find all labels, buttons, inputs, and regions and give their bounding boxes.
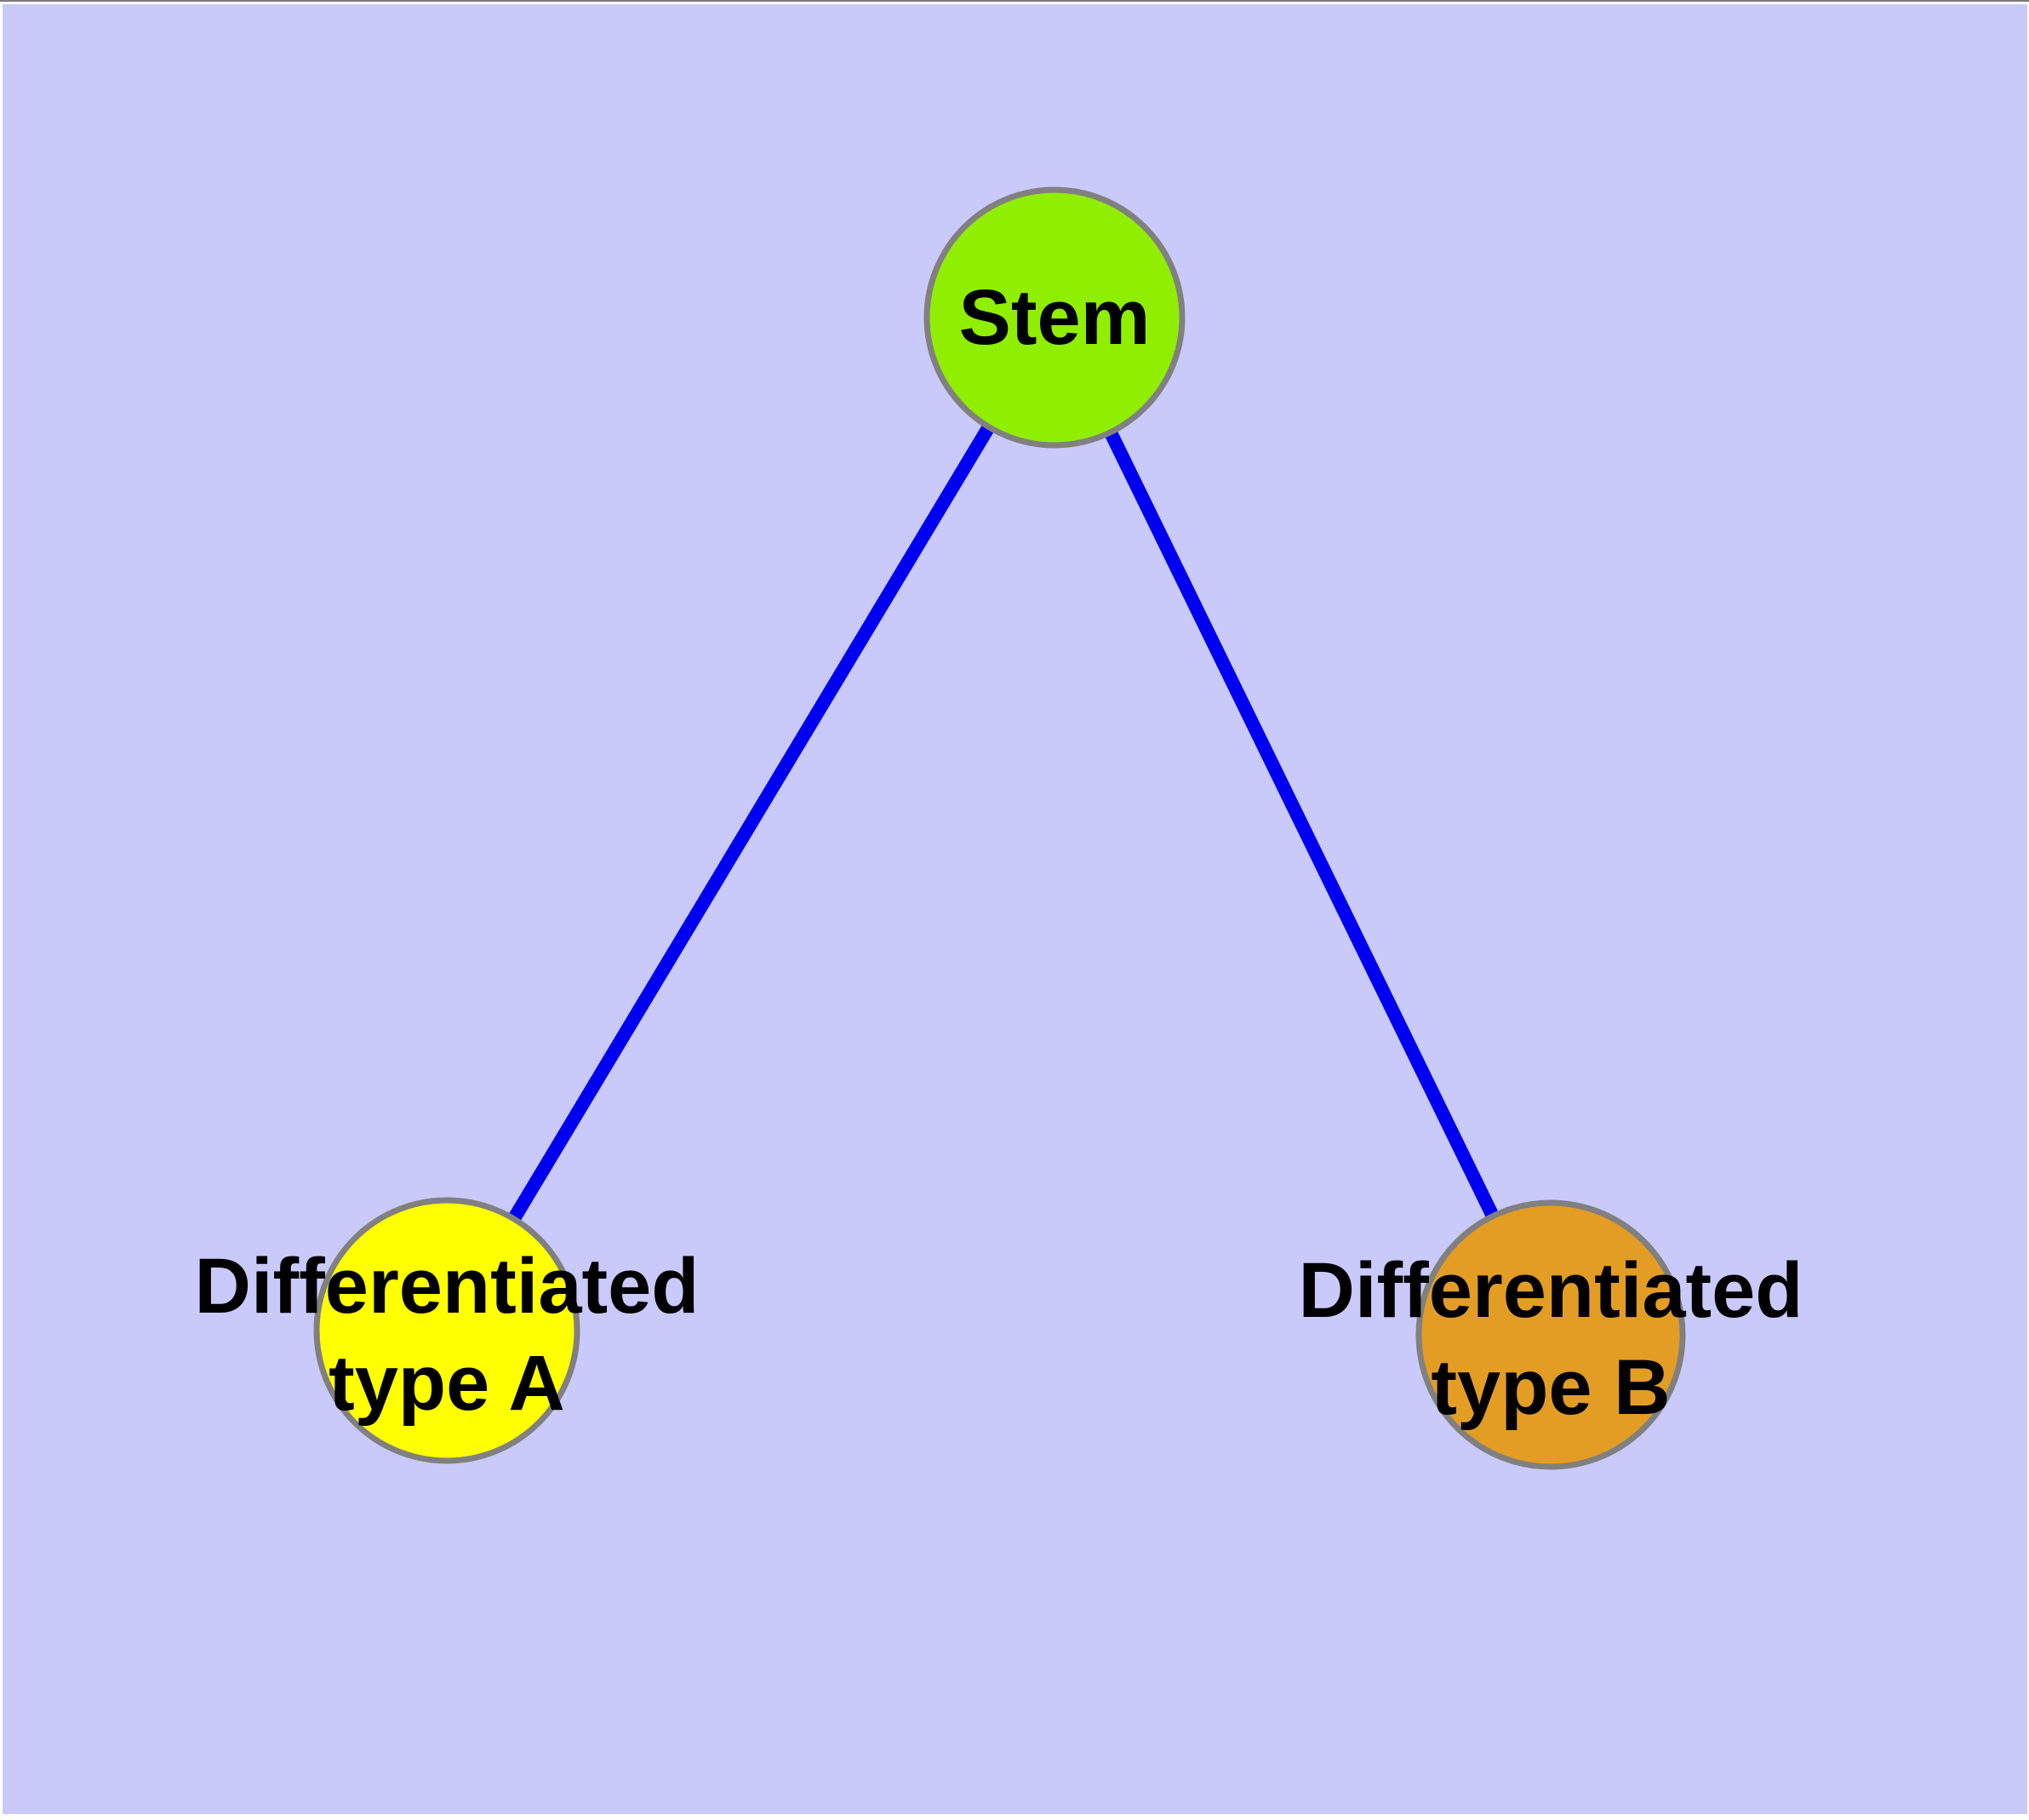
top-hairline [0, 0, 2029, 2]
node-differentiated-type-b [1415, 1199, 1686, 1470]
node-differentiated-type-a [313, 1197, 580, 1464]
node-stem [923, 186, 1186, 449]
node-type-a-label-line1: Differentiated [195, 1243, 700, 1330]
node-type-a-label-line2: type A [329, 1340, 565, 1427]
edge-stem-to-type-a [441, 313, 1060, 1335]
node-type-b-label-line1: Differentiated [1299, 1247, 1803, 1334]
node-stem-label: Stem [959, 274, 1151, 361]
edge-stem-to-type-b [1048, 314, 1557, 1338]
node-type-b-label-line2: type B [1431, 1344, 1670, 1431]
